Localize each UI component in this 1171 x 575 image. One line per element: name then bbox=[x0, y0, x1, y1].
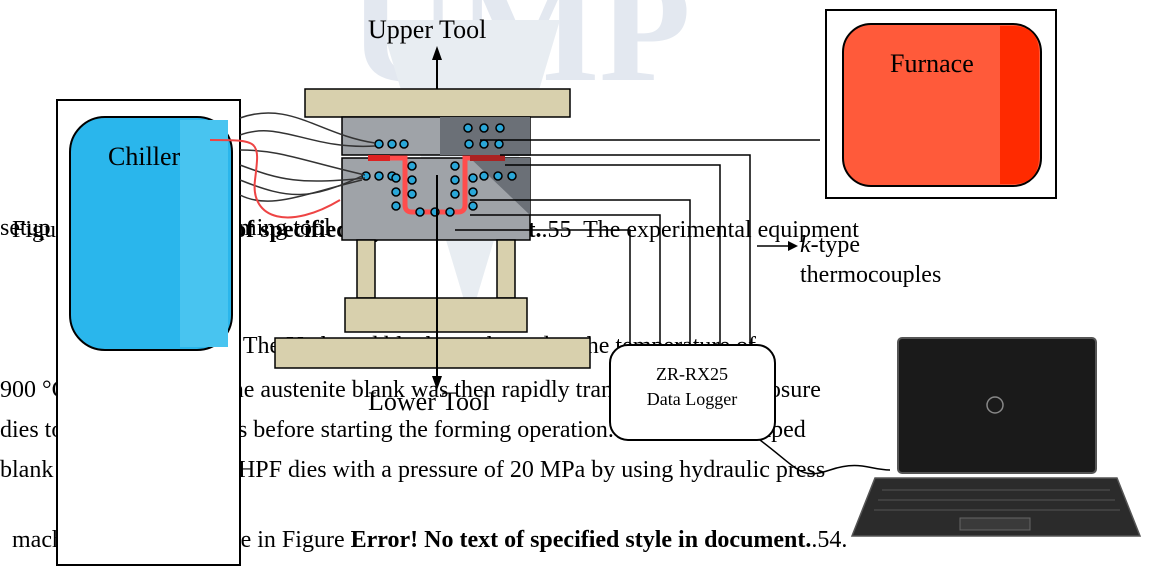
laptop-keyboard-base bbox=[850, 477, 1142, 537]
data-logger-model: ZR-RX25 bbox=[656, 364, 728, 384]
laptop-logo bbox=[986, 396, 1004, 414]
data-logger-label: Data Logger bbox=[647, 389, 737, 409]
upper-die-shadow bbox=[440, 117, 530, 155]
chiller-label: Chiller bbox=[108, 142, 181, 171]
upper-arrow-head bbox=[432, 46, 442, 60]
thermocouples-label: thermocouples bbox=[800, 262, 941, 288]
laptop-trackpad bbox=[959, 517, 1031, 531]
furnace-edge bbox=[1000, 26, 1039, 184]
furnace-body bbox=[842, 23, 1042, 187]
laptop-keys bbox=[874, 489, 1120, 511]
red-hose bbox=[209, 139, 341, 219]
pillar-left bbox=[356, 239, 376, 299]
blank-flange-right bbox=[470, 155, 505, 161]
furnace-label: Furnace bbox=[890, 49, 974, 78]
pillar-right bbox=[496, 239, 516, 299]
k-type-arrow-head bbox=[788, 241, 798, 251]
upper-tool-label: Upper Tool bbox=[368, 15, 486, 44]
data-logger-box bbox=[609, 344, 776, 441]
laptop-cable bbox=[759, 439, 891, 475]
chiller-highlight bbox=[180, 120, 228, 347]
laptop-icon bbox=[850, 335, 1142, 537]
thermocouple-wires bbox=[455, 139, 820, 345]
press-base bbox=[274, 337, 591, 369]
laptop-screen bbox=[897, 337, 1097, 474]
press-top-plate bbox=[304, 88, 571, 118]
lower-arrow-head bbox=[432, 376, 442, 390]
cooling-channels bbox=[361, 123, 517, 217]
k-type-label: k-type bbox=[800, 232, 860, 258]
blank-flange-left bbox=[368, 155, 390, 161]
lower-tool-label: Lower Tool bbox=[368, 387, 489, 416]
